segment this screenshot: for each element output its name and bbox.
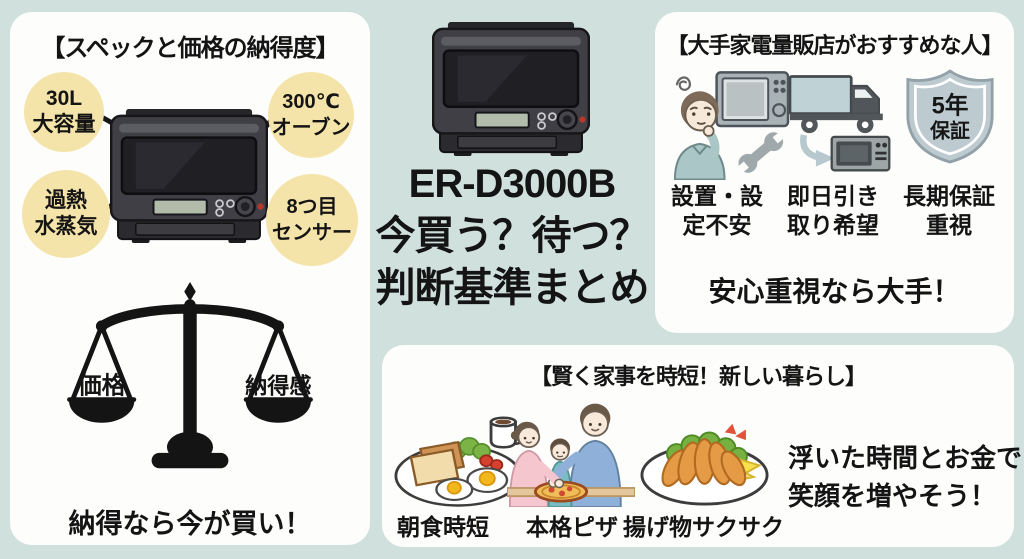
time-saving-label-pizza: 本格ピザ (526, 514, 618, 540)
fried-food-plate-icon (640, 423, 769, 506)
callout-oven: 300℃ オーブン (268, 72, 354, 158)
time-saving-label-fried: 揚げ物サクサク (623, 514, 784, 540)
spec-price-panel: 【スペックと価格の納得度】 30L 大容量 300℃ オーブン (10, 12, 370, 545)
main-title-question: 今買う？待つ？ (375, 214, 650, 258)
breakfast-plate-icon (394, 416, 527, 507)
microwave-oven-icon (110, 108, 268, 244)
main-title-subtitle: 判断基準まとめ (375, 266, 650, 310)
callout-sensor-line1: 8つ目 (286, 196, 338, 218)
confused-person-setup-icon (673, 71, 790, 180)
time-saving-message: 浮いた時間とお金で 笑顔を増やそう！ (788, 443, 1023, 511)
shield-warranty-label: 保証 (929, 119, 970, 142)
callout-oven-line2: オーブン (271, 117, 351, 139)
spec-panel-title: 【スペックと価格の納得度】 (41, 35, 339, 62)
scale-left-pan-label: 価格 (77, 372, 127, 399)
retailer-panel-title: 【大手家電量販店がおすすめな人】 (666, 33, 1003, 58)
scale-right-pan-label: 納得感 (245, 373, 311, 398)
balance-scale-icon: 価格 納得感 (67, 282, 313, 469)
big-retailer-panel: 【大手家電量販店がおすすめな人】 (655, 12, 1014, 333)
warranty-shield-icon: 5年 保証 (906, 69, 994, 164)
callout-steam: 過熱 水蒸気 (22, 170, 110, 258)
retailer-panel-conclusion: 安心重視なら大手！ (708, 276, 961, 307)
family-pizza-icon (507, 403, 635, 507)
retailer-item-label-setup: 設置・設 定不安 (671, 183, 763, 238)
time-saving-panel: 【賢く家事を時短！新しい暮らし】 (382, 345, 1023, 547)
callout-oven-line1: 300℃ (282, 91, 340, 113)
callout-steam-line2: 水蒸気 (34, 215, 98, 238)
shield-years-label: 5年 (932, 92, 969, 120)
time-saving-label-breakfast: 朝食時短 (397, 514, 489, 540)
callout-capacity: 30L 大容量 (24, 72, 104, 152)
retailer-item-label-pickup: 即日引き 取り希望 (787, 183, 879, 238)
time-saving-panel-title: 【賢く家事を時短！新しい暮らし】 (529, 364, 867, 389)
callout-sensor: 8つ目 センサー (266, 174, 358, 266)
main-title-model: ER-D3000B (408, 162, 617, 206)
main-title: ER-D3000B 今買う？待つ？ 判断基準まとめ (352, 158, 672, 314)
retailer-item-label-warranty: 長期保証 重視 (903, 183, 995, 238)
delivery-truck-icon (789, 75, 891, 172)
callout-sensor-line2: センサー (272, 222, 352, 244)
callout-capacity-line1: 30L (45, 87, 83, 110)
microwave-oven-icon (432, 21, 590, 157)
callout-capacity-line2: 大容量 (32, 113, 96, 136)
spec-panel-conclusion: 納得なら今が買い！ (68, 509, 312, 539)
callout-steam-line1: 過熱 (45, 189, 87, 212)
